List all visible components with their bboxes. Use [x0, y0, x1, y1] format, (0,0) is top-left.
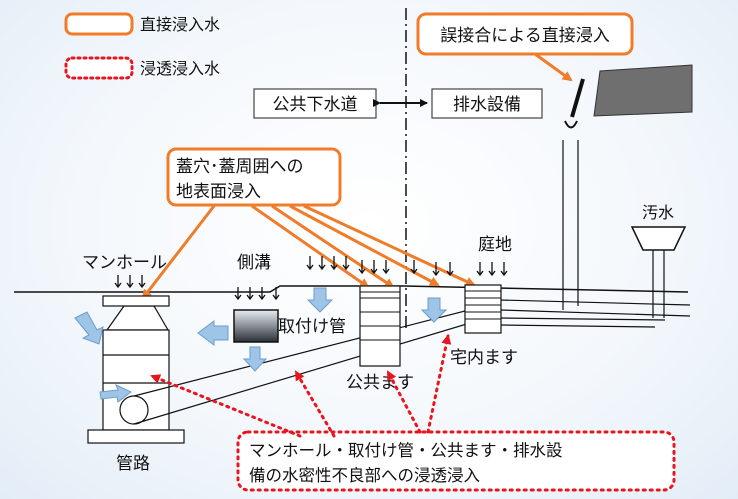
manhole-structure — [87, 295, 185, 444]
lid-infiltration-line1: 蓋穴･蓋周囲への — [176, 157, 304, 177]
lid-infiltration-callout — [166, 147, 342, 207]
infil-arrow-connection — [294, 370, 336, 438]
gutter-box — [233, 309, 279, 343]
infiltration-callout — [236, 430, 676, 492]
manhole-label: マンホール — [82, 253, 167, 273]
infiltration-arrows — [150, 334, 452, 438]
legend-infiltration-swatch — [64, 56, 134, 80]
misconnection-label: 誤接合による直接浸入 — [440, 26, 610, 46]
lid-arrow-house-inlet — [289, 204, 440, 287]
ground-line — [14, 285, 689, 293]
roof-drain-spout — [570, 78, 585, 118]
misconnection-arrow — [534, 52, 573, 82]
legend-direct-swatch — [64, 12, 134, 36]
house-inlet — [464, 284, 502, 334]
flow-arrow-pipe — [99, 384, 132, 403]
sewage-basin — [630, 226, 687, 251]
main-pipe-label: 管路 — [116, 454, 150, 474]
legend-infiltration-label: 浸透浸入水 — [140, 59, 220, 78]
house-pipe-lower — [499, 317, 666, 321]
house-pipe-bottom — [499, 309, 691, 317]
gutter-label: 側溝 — [237, 253, 271, 273]
lid-arrow-house-inlet-2 — [303, 204, 476, 287]
flow-arrow-public — [306, 287, 334, 313]
connection-pipe-label: 取付け管 — [278, 317, 346, 337]
house-inlet-label: 宅内ます — [450, 348, 518, 368]
rain-arrows — [114, 256, 508, 301]
house-roof — [593, 64, 693, 117]
public-inlet-label: 公共ます — [346, 373, 414, 393]
public-sewer-label: 公共下水道 — [273, 95, 358, 115]
infil-arrow-public-inlet — [386, 370, 422, 434]
house-pipe-lower-2 — [499, 324, 656, 328]
yard-label: 庭地 — [478, 235, 512, 255]
misconnection-callout — [416, 12, 634, 56]
lid-arrow-public-inlet-2 — [271, 204, 395, 289]
water-flow-arrows — [74, 287, 448, 403]
sewage-label: 汚水 — [642, 203, 674, 222]
flow-arrow-manhole — [74, 311, 104, 345]
main-pipe-bottom — [133, 313, 501, 425]
lid-arrow-public-inlet — [251, 204, 370, 289]
infil-arrow-house-inlet — [426, 334, 452, 434]
legend-direct-label: 直接浸入水 — [140, 15, 220, 34]
flow-arrow-gutter-left — [197, 320, 229, 346]
infil-arrow-manhole — [150, 374, 302, 438]
infiltration-line2: 備の水密性不良部への浸透浸入 — [249, 466, 480, 485]
roof-drain-funnel — [564, 120, 578, 129]
main-pipe-section — [119, 395, 149, 425]
drainage-facility-box — [431, 88, 543, 119]
flow-arrow-drainage — [420, 297, 448, 323]
drainage-facility-label: 排水設備 — [453, 95, 521, 115]
public-inlet — [359, 285, 401, 367]
flow-arrow-gutter-down — [242, 346, 268, 372]
house-pipe-top — [499, 299, 691, 306]
lid-infiltration-line2: 地表面浸入 — [176, 182, 261, 202]
legend: 直接浸入水 浸透浸入水 — [64, 12, 220, 80]
infiltration-line1: マンホール・取付け管・公共ます・排水設 — [249, 441, 563, 460]
lid-infiltration-arrows — [141, 204, 476, 300]
lid-arrow-manhole — [141, 205, 216, 300]
